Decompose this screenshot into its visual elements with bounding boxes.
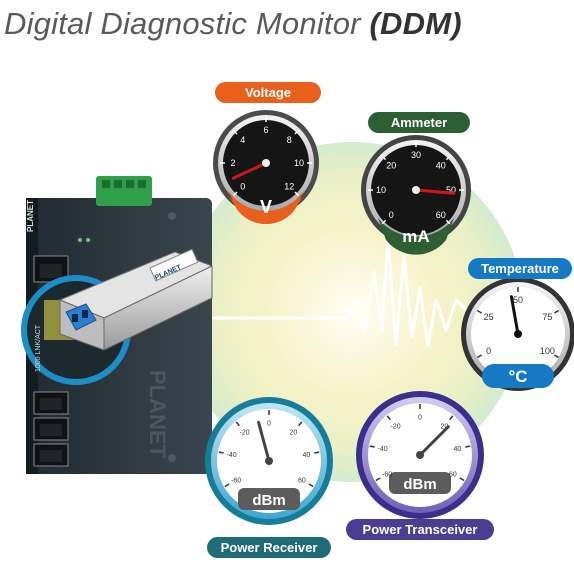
voltage-unit: V [260, 197, 272, 217]
ammeter-tick-label: 0 [389, 210, 394, 220]
temperature-tick-mark [554, 309, 560, 314]
voltage-tick-mark [232, 191, 238, 197]
temperature-tick-mark [554, 354, 560, 359]
temperature-tick-label: 0 [486, 346, 491, 356]
ammeter-tick-label: 10 [376, 185, 386, 195]
receiver-tick-mark [218, 451, 224, 454]
voltage-tick-label: 12 [284, 182, 294, 192]
receiver-tick-label: -40 [227, 452, 237, 459]
receiver-unit: dBm [252, 492, 285, 509]
transceiver-tick-mark [369, 445, 375, 448]
receiver-needle-hub [265, 457, 273, 465]
signal-waveform [205, 236, 520, 348]
temperature-tick-mark [476, 309, 482, 314]
transceiver-tick-mark [465, 445, 471, 448]
ammeter-tick-label: 60 [436, 210, 446, 220]
voltage-needle [231, 161, 268, 180]
ammeter-tick-mark [445, 155, 451, 161]
temperature-tick-label: 100 [540, 346, 555, 356]
receiver-tick-label: 0 [267, 420, 271, 427]
port-label: 1000 LNK/ACT [35, 324, 42, 372]
power-receiver-label: Power Receiver [207, 537, 331, 558]
temperature-label: Temperature [468, 258, 572, 279]
device-brand: PLANET [26, 200, 35, 232]
voltage-tick-mark [294, 129, 300, 135]
ammeter-tick-label: 40 [436, 160, 446, 170]
transceiver-tick-mark [459, 477, 465, 482]
temperature-needle [509, 295, 520, 336]
voltage-needle-hub [262, 159, 270, 167]
voltage-tick-mark [232, 129, 238, 135]
transceiver-tick-label: 60 [449, 471, 457, 478]
ammeter-needle-hub [412, 186, 420, 194]
temperature-tick-label: 25 [484, 312, 494, 322]
transceiver-tick-label: 20 [441, 423, 449, 430]
voltage-label: Voltage [215, 82, 321, 103]
voltage-tick-label: 6 [263, 125, 268, 135]
voltage-tick-label: 10 [294, 158, 304, 168]
receiver-tick-mark [298, 421, 303, 427]
voltage-tick-label: 4 [240, 135, 245, 145]
transceiver-tick-label: 0 [418, 414, 422, 421]
ammeter-tick-mark [381, 155, 387, 161]
receiver-tick-label: -20 [240, 429, 250, 436]
voltage-tick-label: 0 [240, 182, 245, 192]
receiver-tick-label: 40 [303, 452, 311, 459]
temperature-needle-hub [514, 330, 522, 338]
svg-text:PLANET: PLANET [145, 370, 170, 459]
temperature-unit: °C [508, 367, 527, 386]
voltage-tick-label: 2 [230, 158, 235, 168]
temperature-tick-label: 75 [542, 312, 552, 322]
receiver-tick-mark [235, 421, 240, 427]
transceiver-tick-label: -60 [382, 471, 392, 478]
ammeter-unit: mA [402, 227, 429, 246]
ammeter-tick-label: 20 [386, 160, 396, 170]
transceiver-tick-mark [449, 415, 454, 421]
receiver-tick-mark [224, 483, 230, 488]
temperature-tick-label: 50 [513, 295, 523, 305]
receiver-tick-label: 60 [298, 477, 306, 484]
transceiver-tick-mark [386, 415, 391, 421]
ammeter-needle [414, 188, 456, 195]
receiver-tick-label: -60 [231, 477, 241, 484]
receiver-tick-label: 20 [290, 429, 298, 436]
ammeter-tick-mark [445, 219, 451, 225]
receiver-tick-mark [314, 451, 320, 454]
transceiver-unit: dBm [403, 476, 436, 493]
transceiver-tick-label: 40 [454, 446, 462, 453]
transceiver-needle-hub [416, 451, 424, 459]
transceiver-tick-mark [375, 477, 381, 482]
power-transceiver-label: Power Transceiver [346, 519, 494, 540]
voltage-tick-label: 8 [287, 135, 292, 145]
receiver-needle [257, 420, 271, 463]
voltage-tick-mark [294, 191, 300, 197]
sfp-module: PLANET [58, 248, 214, 351]
receiver-tick-mark [308, 483, 314, 488]
temperature-tick-mark [476, 354, 482, 359]
transceiver-tick-label: -40 [378, 446, 388, 453]
ammeter-tick-label: 30 [411, 150, 421, 160]
transceiver-tick-label: -20 [391, 423, 401, 430]
ammeter-tick-mark [381, 219, 387, 225]
ammeter-label: Ammeter [368, 112, 470, 133]
page-title: Digital Diagnostic Monitor (DDM) [4, 6, 462, 41]
ammeter-tick-label: 50 [446, 185, 456, 195]
transceiver-needle [418, 425, 450, 457]
